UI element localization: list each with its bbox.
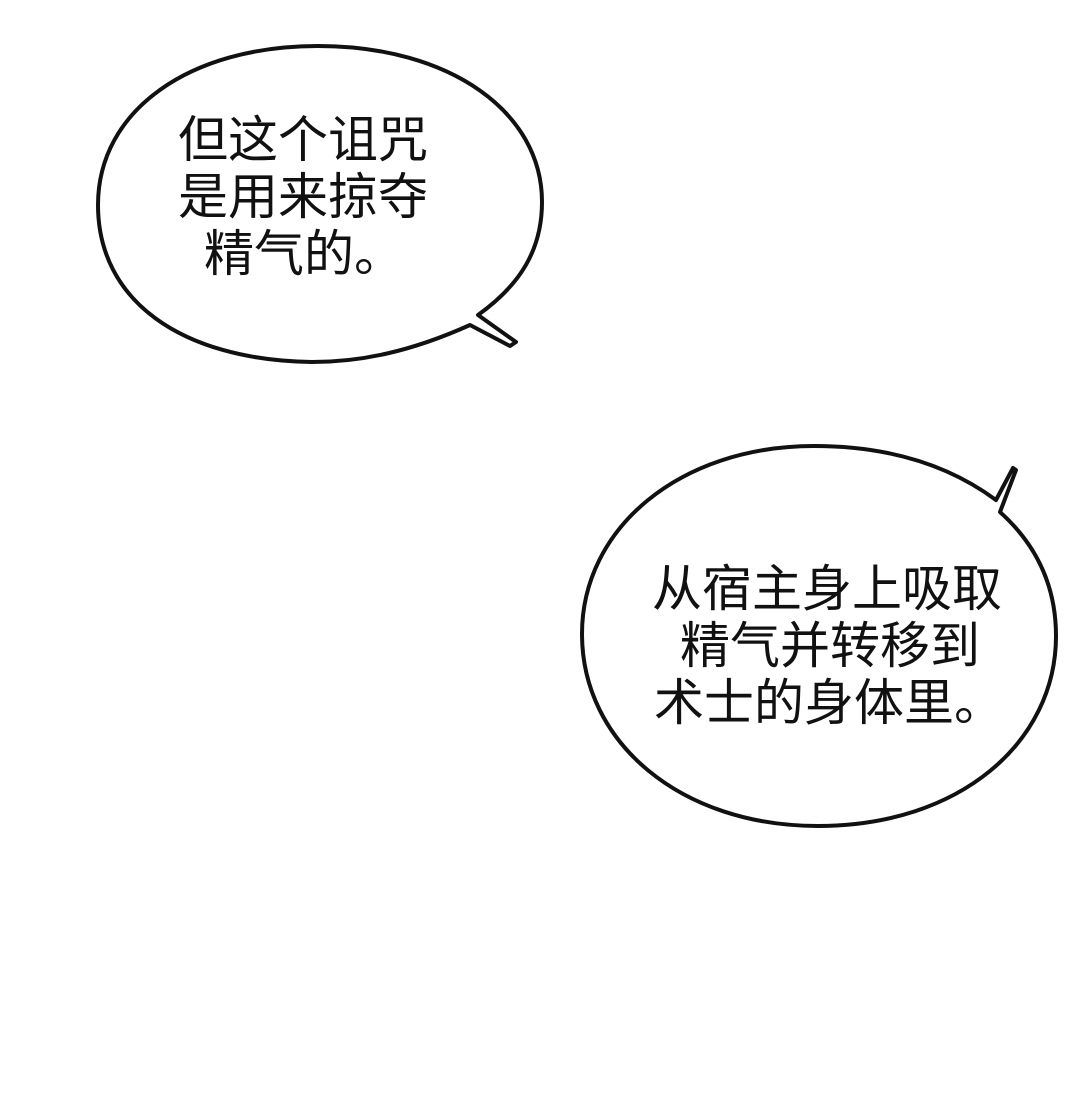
speech-bubble-1-text: 但这个诅咒 是用来掠夺 精气的。 — [0, 112, 620, 283]
speech-bubble-1-line-3: 精气的。 — [204, 225, 404, 283]
speech-bubble-2-outline — [580, 444, 1058, 828]
speech-bubble-2-line-2: 精气并转移到 — [680, 617, 980, 675]
speech-bubble-1 — [96, 44, 544, 364]
speech-bubble-2 — [580, 444, 1058, 828]
speech-bubble-2-line-3: 术士的身体里。 — [654, 674, 1004, 732]
speech-bubble-1-line-2: 是用来掠夺 — [178, 168, 428, 226]
speech-bubble-2-line-1: 从宿主身上吸取 — [652, 560, 1002, 618]
speech-bubble-1-outline — [96, 44, 544, 364]
speech-bubble-1-line-1: 但这个诅咒 — [178, 111, 428, 169]
speech-bubble-2-text: 从宿主身上吸取 精气并转移到 术士的身体里。 — [0, 561, 1080, 732]
